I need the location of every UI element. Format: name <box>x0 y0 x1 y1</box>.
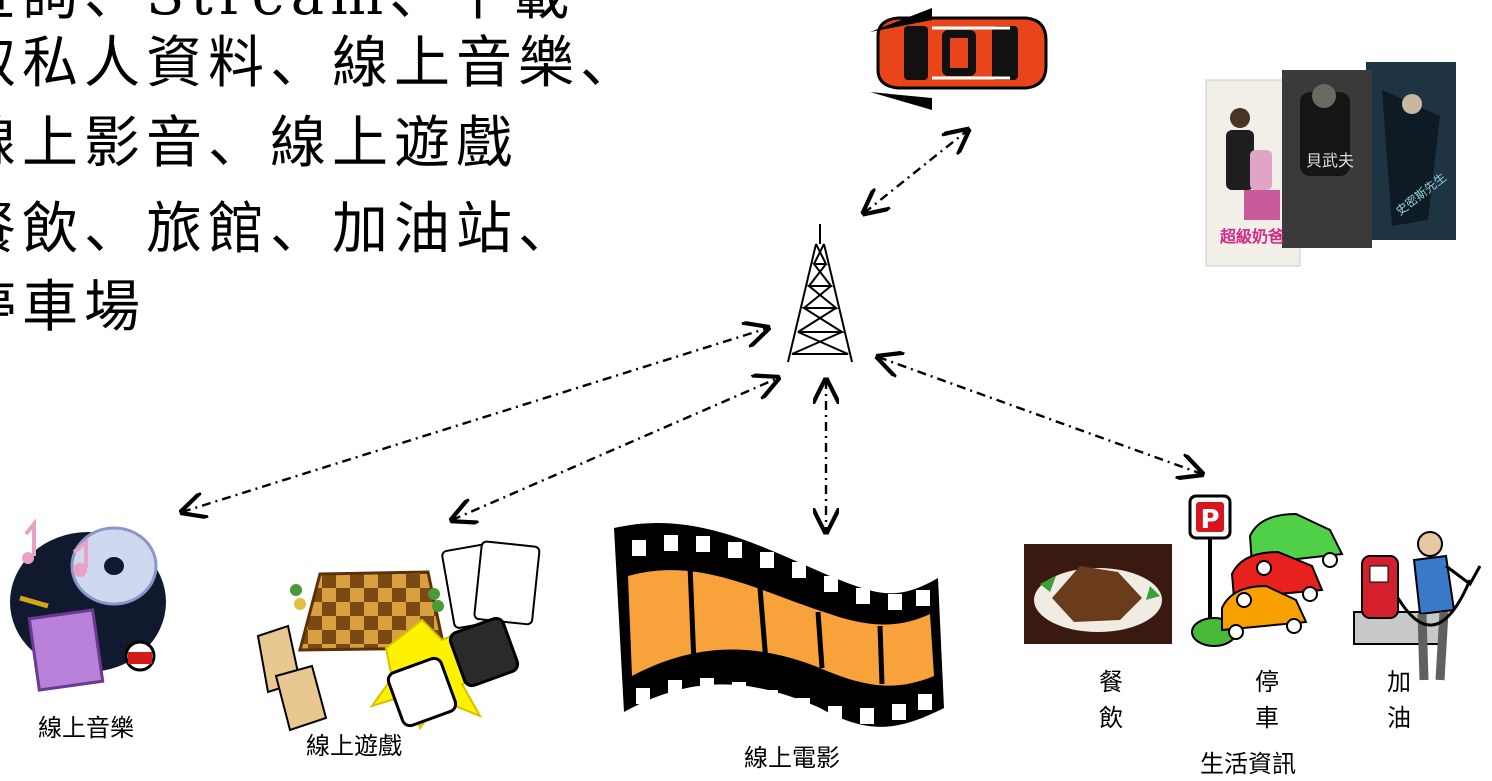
fuel-pump-icon <box>1353 531 1482 681</box>
poster-title-left: 超級奶爸 <box>1219 227 1284 246</box>
car-icon <box>870 8 1048 110</box>
movie-posters-image <box>1205 62 1456 267</box>
bullet-line-4: 餐飲、旅館、加油站、 <box>0 197 580 262</box>
dining-photo <box>1024 544 1172 644</box>
music-icon <box>10 518 166 692</box>
arrow-car <box>864 130 968 213</box>
caption-fuel: 加油 <box>1387 668 1411 732</box>
games-icon <box>256 540 541 732</box>
arrow-life-info <box>878 357 1202 474</box>
tower-icon <box>787 224 853 363</box>
caption-movies: 線上電影 <box>744 744 840 772</box>
caption-dining: 餐飲 <box>1099 668 1123 732</box>
arrow-games <box>452 378 778 520</box>
bullet-line-5: 停車場 <box>0 275 146 340</box>
parking-icon <box>1188 494 1344 647</box>
bullet-line-3: 線上影音、線上遊戲 <box>0 111 518 176</box>
caption-parking: 停車 <box>1255 668 1279 732</box>
caption-music: 線上音樂 <box>38 714 134 742</box>
caption-life-info: 生活資訊 <box>1200 750 1296 778</box>
bullet-line-2: 取私人資料、線上音樂、 <box>0 31 642 96</box>
poster-title-middle: 貝武夫 <box>1306 151 1354 170</box>
caption-games: 線上遊戲 <box>306 732 402 760</box>
arrow-music <box>182 328 768 512</box>
film-strip-icon <box>614 522 944 727</box>
parking-sign-letter: P <box>1200 505 1219 535</box>
bullet-line-1: 查詢、Stream、下載 <box>0 0 575 30</box>
